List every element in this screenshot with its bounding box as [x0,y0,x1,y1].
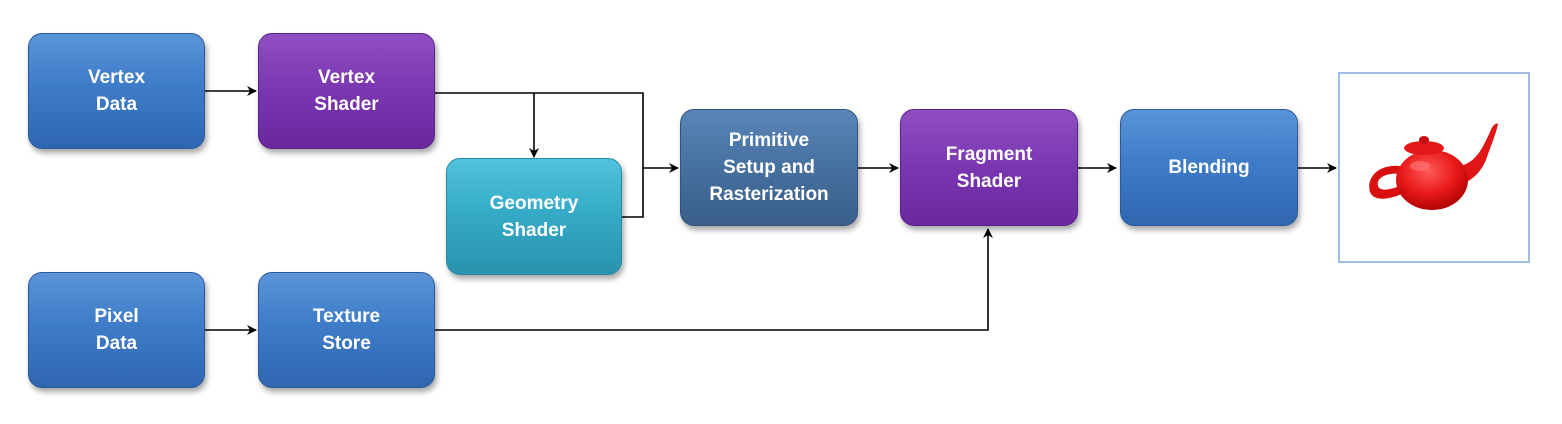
teapot-icon [1369,123,1498,210]
fragment-shader-node: Fragment Shader [900,109,1078,226]
rendered-output-frame [1338,72,1530,263]
vertex-data-node: Vertex Data [28,33,205,149]
texture-store-node: Texture Store [258,272,435,388]
vertex-shader-node: Vertex Shader [258,33,435,149]
geometry-shader-node: Geometry Shader [446,158,622,275]
arrow-texture-store-to-fragment-shader [435,228,993,331]
line-geometry-shader-to-merge [622,168,644,218]
primitive-setup-node: Primitive Setup and Rasterization [680,109,858,226]
blending-node: Blending [1120,109,1298,226]
line-vertex-shader-to-split [435,92,644,168]
pixel-data-node: Pixel Data [28,272,205,388]
